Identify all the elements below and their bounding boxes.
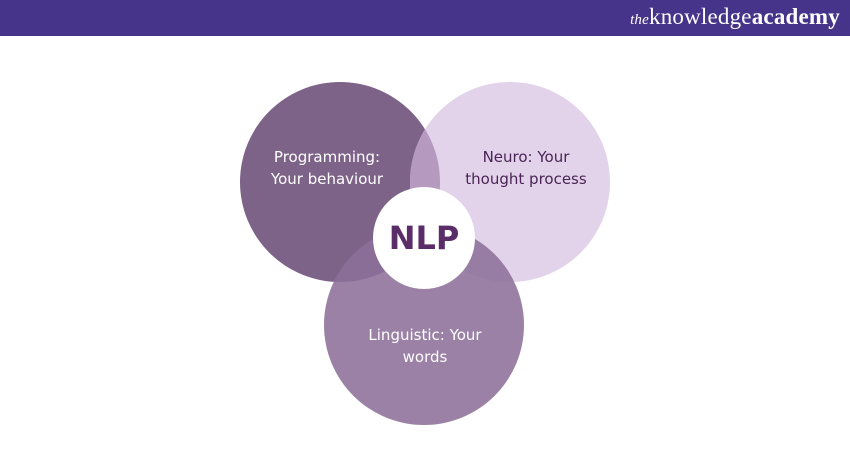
label-line: Linguistic: Your: [368, 326, 482, 344]
logo-prefix: the: [630, 12, 649, 28]
header-bar: theknowledgeacademy: [0, 0, 850, 36]
label-line: Your behaviour: [270, 170, 384, 188]
label-line: Programming:: [273, 148, 381, 166]
label-line: thought process: [465, 170, 587, 188]
label-line: words: [402, 348, 448, 366]
logo-suffix: academy: [751, 4, 840, 29]
label-line: Neuro: Your: [482, 148, 570, 166]
label-programming: Programming: Your behaviour: [237, 146, 417, 190]
circle-linguistic: [324, 225, 524, 425]
brand-logo[interactable]: theknowledgeacademy: [630, 4, 840, 30]
center-circle: [373, 187, 475, 289]
logo-name: knowledge: [649, 4, 752, 29]
center-label: NLP: [388, 219, 460, 257]
label-linguistic: Linguistic: Your words: [335, 324, 515, 368]
label-neuro: Neuro: Your thought process: [436, 146, 616, 190]
